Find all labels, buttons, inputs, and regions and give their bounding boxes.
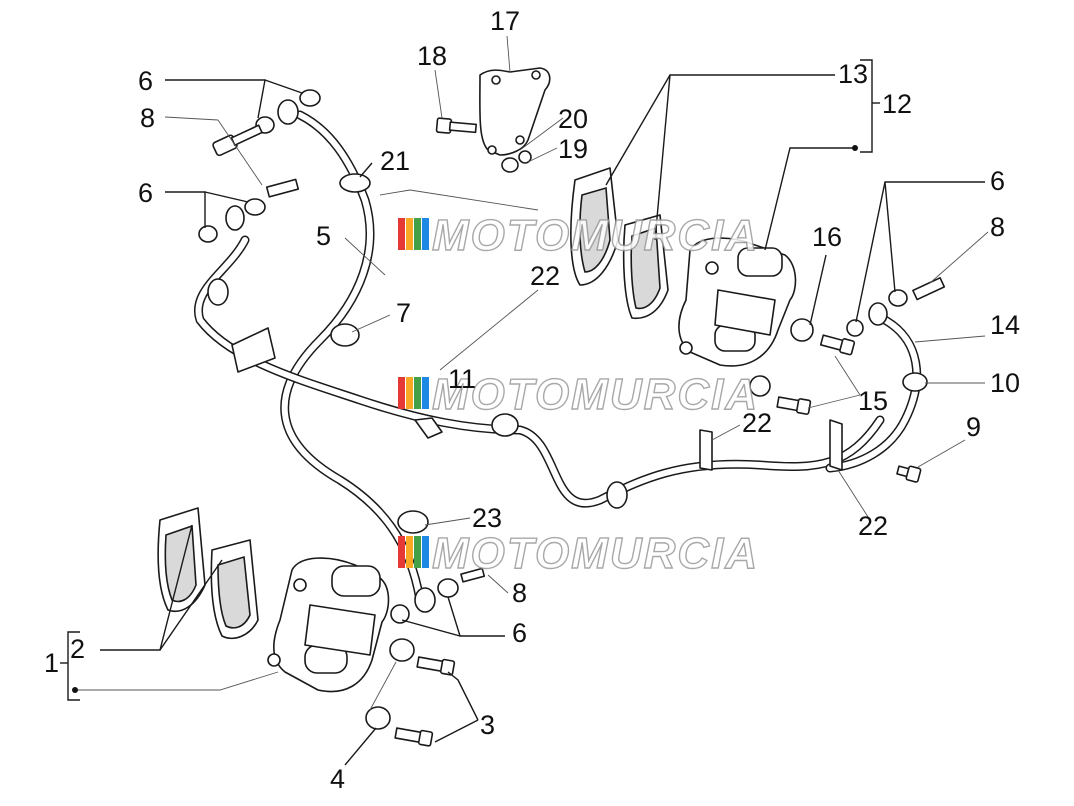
watermark-logo: MOTOMURCIA: [398, 369, 759, 420]
watermark-logo: MOTOMURCIA: [398, 528, 759, 579]
callout-10: 10: [990, 368, 1020, 398]
callout-6: 6: [138, 178, 153, 208]
callout-6: 6: [990, 166, 1005, 196]
callout-19: 19: [558, 134, 588, 164]
svg-text:MOTOMURCIA: MOTOMURCIA: [432, 529, 759, 578]
callout-11: 11: [448, 364, 476, 394]
callout-22: 22: [858, 511, 888, 541]
callout-21: 21: [380, 146, 410, 176]
hose-clamps: [207, 173, 928, 534]
mounting-plate: [479, 67, 551, 156]
callout-8: 8: [512, 578, 527, 608]
callout-15: 15: [858, 386, 888, 416]
callout-23: 23: [472, 503, 502, 533]
callout-labels: 6 8 6 21 5 7 17 18 20 19 13 12 22 11 16 …: [44, 6, 1020, 794]
callout-7: 7: [396, 298, 411, 328]
callout-4: 4: [330, 764, 345, 794]
washers-and-fittings: [198, 89, 908, 730]
lower-brake-caliper: [157, 507, 390, 693]
svg-text:MOTOMURCIA: MOTOMURCIA: [432, 370, 759, 419]
callout-12: 12: [882, 89, 912, 119]
callout-8: 8: [140, 103, 155, 133]
upper-brake-caliper: [570, 167, 797, 367]
callout-22: 22: [530, 261, 560, 291]
callout-18: 18: [417, 41, 447, 71]
callout-6: 6: [138, 66, 153, 96]
callout-3: 3: [480, 710, 495, 740]
callout-16: 16: [812, 222, 842, 252]
callout-8: 8: [990, 212, 1005, 242]
callout-9: 9: [966, 412, 981, 442]
leader-lines: [60, 35, 989, 766]
svg-text:MOTOMURCIA: MOTOMURCIA: [432, 211, 759, 260]
callout-5: 5: [316, 221, 331, 251]
brake-hoses: [193, 110, 922, 605]
callout-20: 20: [558, 104, 588, 134]
callout-2: 2: [70, 634, 85, 664]
watermark: MOTOMURCIA MOTOMURCIA MOTOMURCIA: [398, 210, 759, 579]
callout-6: 6: [512, 618, 527, 648]
callout-17: 17: [490, 6, 520, 36]
bolts: [212, 117, 946, 747]
callout-22: 22: [742, 408, 772, 438]
hose-brackets: [231, 327, 843, 471]
callout-13: 13: [838, 59, 868, 89]
watermark-logo: MOTOMURCIA: [398, 210, 759, 261]
callout-14: 14: [990, 310, 1020, 340]
callout-1: 1: [44, 648, 59, 678]
